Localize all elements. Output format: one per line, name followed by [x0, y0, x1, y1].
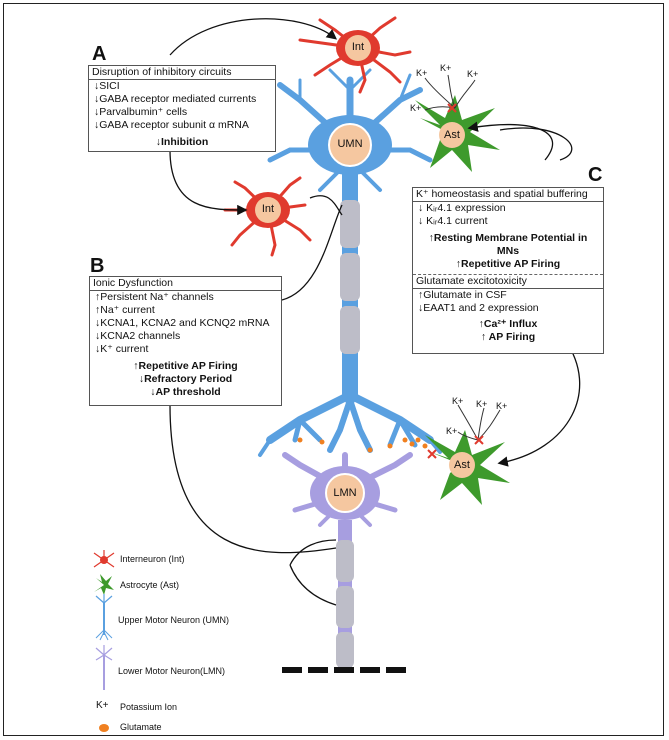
panel-c-heading-2: Glutamate excitotoxicity — [413, 275, 603, 289]
interneuron-mid — [223, 176, 312, 257]
umn-label: UMN — [337, 138, 363, 150]
synapse-glutamate — [297, 437, 428, 453]
panel-b-line: ↓KCNA2 channels — [95, 330, 181, 342]
panel-a-line: ↓GABA receptor subunit α mRNA — [94, 119, 249, 131]
legend-umn-icon — [95, 594, 113, 641]
lmn-label: LMN — [333, 487, 357, 499]
panel-b-outcome: ↓AP threshold — [150, 386, 221, 398]
legend-astrocyte-icon — [94, 574, 114, 595]
k-ion-label: K+ — [416, 68, 428, 78]
legend-potassium-icon: K+ — [96, 700, 109, 711]
umn-terminal-branches — [258, 355, 442, 457]
legend-umn-label: Upper Motor Neuron (UMN) — [118, 615, 230, 625]
k-ion-label: K+ — [467, 69, 479, 79]
legend-glutamate-icon — [99, 724, 109, 732]
astrocyte-top — [415, 95, 500, 172]
panel-b-outcome: ↑Repetitive AP Firing — [133, 360, 238, 372]
lmn-cell — [282, 452, 413, 670]
panel-c-outcome: ↑Resting Membrane Potential in — [428, 232, 588, 244]
panel-c-line: ↓EAAT1 and 2 expression — [418, 302, 539, 314]
ast-top-label: Ast — [444, 129, 460, 141]
k-ion-label: K+ — [440, 63, 452, 73]
panel-b-line: ↑Na⁺ current — [95, 304, 155, 316]
legend-lmn-icon — [95, 645, 113, 690]
panel-a-outcome: ↓Inhibition — [155, 136, 209, 148]
panel-b-line: ↓KCNA1, KCNA2 and KCNQ2 mRNA — [95, 317, 270, 329]
panel-letter-c: C — [588, 164, 603, 186]
panel-c-outcome: ↑Ca²⁺ Influx — [478, 318, 538, 330]
panel-c-line: ↑Glutamate in CSF — [418, 289, 507, 301]
legend-potassium-label: Potassium Ion — [120, 702, 178, 712]
legend-interneuron-icon — [93, 550, 115, 568]
k-ion-label: K+ — [452, 396, 464, 406]
legend-glutamate-label: Glutamate — [120, 722, 162, 732]
k-ion-label: K+ — [410, 103, 422, 113]
int-mid-label: Int — [261, 203, 275, 215]
muscle-line — [282, 667, 406, 673]
interneuron-top — [298, 16, 412, 94]
umn-axon — [340, 160, 360, 400]
panel-c-line: ↓ Kᵢᵣ4.1 expression — [418, 202, 506, 214]
connector-lines — [169, 18, 581, 606]
panel-b-line: ↓K⁺ current — [95, 343, 149, 355]
panel-b-line: ↑Persistent Na⁺ channels — [95, 291, 214, 303]
panel-a-line: ↓Parvalbumin⁺ cells — [94, 106, 188, 118]
panel-b-outcome: ↓Refractory Period — [138, 373, 233, 385]
astrocyte-bottom — [425, 430, 510, 505]
panel-c-line: ↓ Kᵢᵣ4.1 current — [418, 215, 488, 227]
legend-lmn-label: Lower Motor Neuron(LMN) — [118, 666, 226, 676]
panel-c-outcome: ↑Repetitive AP Firing — [455, 258, 561, 270]
umn-soma — [308, 115, 392, 175]
legend-astrocyte-label: Astrocyte (Ast) — [120, 580, 180, 590]
panel-a-box: Disruption of inhibitory circuits ↓SICI … — [88, 65, 276, 152]
panel-c-box: K⁺ homeostasis and spatial buffering ↓ K… — [412, 187, 604, 354]
panel-letter-a: A — [92, 43, 107, 65]
panel-c-divider — [413, 274, 603, 275]
panel-c-heading-1: K⁺ homeostasis and spatial buffering — [413, 188, 603, 202]
k-ion-label: K+ — [476, 399, 488, 409]
panel-c-outcome: ↑ AP Firing — [480, 331, 536, 343]
figure-frame — [3, 3, 664, 736]
panel-b-box: Ionic Dysfunction ↑Persistent Na⁺ channe… — [89, 276, 282, 406]
k-ion-label: K+ — [496, 401, 508, 411]
int-top-label: Int — [351, 41, 365, 53]
k-ion-label: K+ — [446, 426, 458, 436]
legend-interneuron-label: Interneuron (Int) — [120, 554, 185, 564]
panel-a-line: ↓SICI — [94, 80, 120, 92]
panel-b-heading: Ionic Dysfunction — [90, 277, 281, 291]
ast-bottom-label: Ast — [454, 459, 470, 471]
blocked-channel-marks — [427, 103, 484, 459]
panel-c-outcome: MNs — [496, 245, 520, 257]
panel-a-line: ↓GABA receptor mediated currents — [94, 93, 257, 105]
panel-letter-b: B — [90, 255, 105, 277]
panel-a-heading: Disruption of inhibitory circuits — [89, 66, 275, 80]
